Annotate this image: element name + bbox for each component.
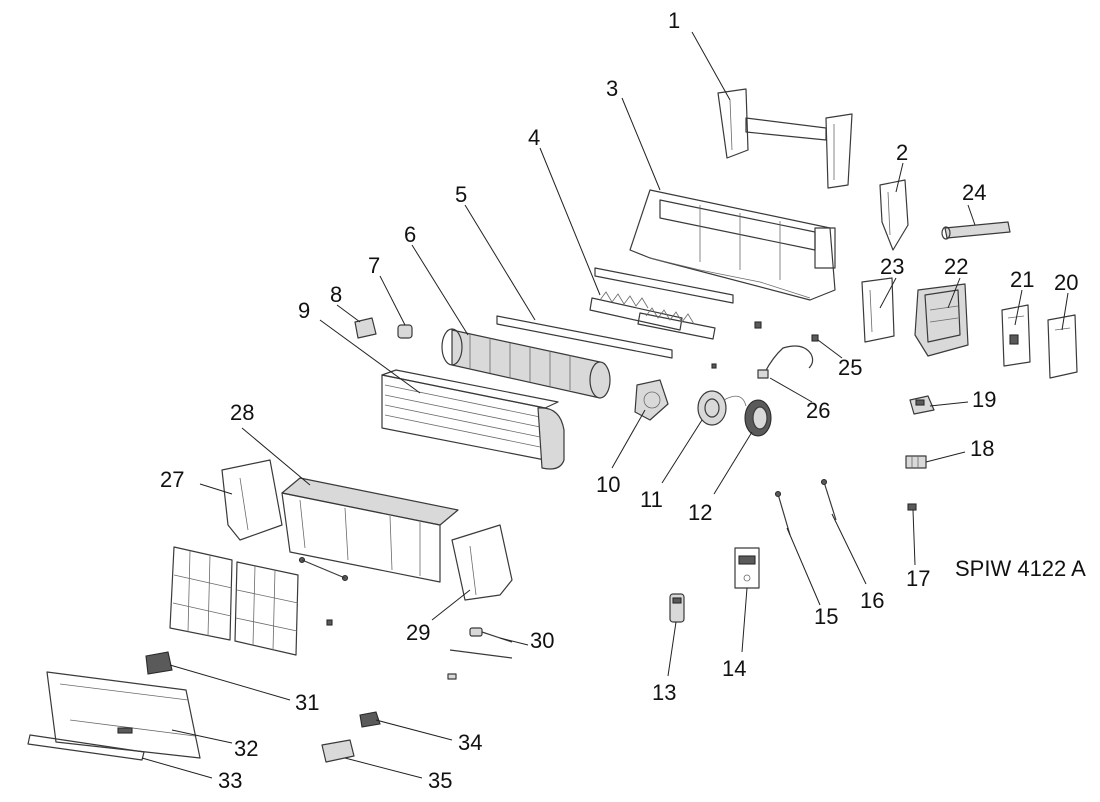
- part-label-26: 26: [806, 398, 830, 423]
- small-fasteners: [711, 321, 819, 369]
- part-label-3: 3: [606, 76, 618, 101]
- part-label-31: 31: [295, 690, 319, 715]
- part-label-10: 10: [596, 472, 620, 497]
- part-24-pipe: [941, 221, 1011, 240]
- part-22-electrical-box: [914, 283, 969, 357]
- part-label-24: 24: [962, 180, 986, 205]
- part-12-motor-cover: [744, 399, 772, 437]
- part-label-1: 1: [668, 8, 680, 33]
- part-label-14: 14: [722, 656, 746, 681]
- part-21-pcb: [1001, 304, 1031, 367]
- part-label-19: 19: [972, 387, 996, 412]
- part-label-23: 23: [880, 254, 904, 279]
- part-4-louver-assembly: [589, 267, 734, 340]
- model-code: SPIW 4122 A: [955, 556, 1086, 581]
- part-label-22: 22: [944, 254, 968, 279]
- part-14-remote-holder: [734, 547, 760, 589]
- part-23-control-box-cover: [861, 277, 895, 343]
- part-label-5: 5: [455, 182, 467, 207]
- part-2-bracket: [879, 179, 909, 251]
- part-label-7: 7: [368, 253, 380, 278]
- part-label-29: 29: [406, 620, 430, 645]
- part-10-motor-mount: [634, 379, 669, 421]
- part-label-33: 33: [218, 768, 242, 793]
- part-28-front-frame: [281, 477, 459, 583]
- part-9-evaporator: [381, 369, 565, 470]
- part-label-30: 30: [530, 628, 554, 653]
- part-label-20: 20: [1054, 270, 1078, 295]
- leader-lines: [141, 31, 1069, 779]
- part-label-8: 8: [330, 282, 342, 307]
- part-34-clip: [359, 711, 381, 728]
- part-label-13: 13: [652, 680, 676, 705]
- part-label-27: 27: [160, 467, 184, 492]
- part-8-bearing-holder: [354, 317, 377, 339]
- part-5-bar: [496, 315, 673, 359]
- part-label-11: 11: [640, 487, 663, 512]
- part-3-chassis: [629, 189, 836, 301]
- part-label-12: 12: [688, 500, 712, 525]
- part-label-2: 2: [896, 140, 908, 165]
- part-35-cover-cap: [321, 739, 355, 763]
- part-label-15: 15: [814, 604, 838, 629]
- part-label-32: 32: [234, 736, 258, 761]
- part-30-screws: [447, 627, 513, 680]
- part-19-receiver: [909, 395, 935, 415]
- part-label-17: 17: [906, 566, 930, 591]
- part-18-terminal-block: [905, 455, 927, 469]
- part-label-9: 9: [298, 298, 310, 323]
- part-label-28: 28: [230, 400, 254, 425]
- part-32-front-panel: [46, 671, 201, 759]
- part-label-25: 25: [838, 355, 862, 380]
- part-number-labels: 1 2 3 4 5 6 7 8 9 10 11 12 13 14 15 16 1…: [160, 8, 1078, 793]
- part-27-side-cover-left: [221, 459, 283, 541]
- part-label-21: 21: [1010, 267, 1034, 292]
- part-26-sensor-wire: [757, 345, 814, 379]
- part-33-trim-strip: [27, 734, 145, 761]
- part-label-16: 16: [860, 588, 884, 613]
- part-6-crossflow-fan: [441, 328, 611, 399]
- part-15-sensor: [774, 490, 791, 536]
- part-31-display-module: [145, 651, 173, 675]
- part-17-fuse: [907, 503, 917, 511]
- part-7-bearing: [397, 324, 413, 339]
- part-16-sensor: [820, 478, 837, 521]
- part-13-remote-control: [669, 593, 685, 623]
- part-label-35: 35: [428, 768, 452, 793]
- air-filters: [169, 546, 333, 656]
- part-11-fan-motor: [697, 390, 747, 426]
- part-label-34: 34: [458, 730, 482, 755]
- part-label-4: 4: [528, 125, 540, 150]
- part-1-mounting-plate: [717, 88, 853, 189]
- part-label-6: 6: [404, 222, 416, 247]
- part-label-18: 18: [970, 436, 994, 461]
- part-29-side-cover-right: [451, 524, 513, 601]
